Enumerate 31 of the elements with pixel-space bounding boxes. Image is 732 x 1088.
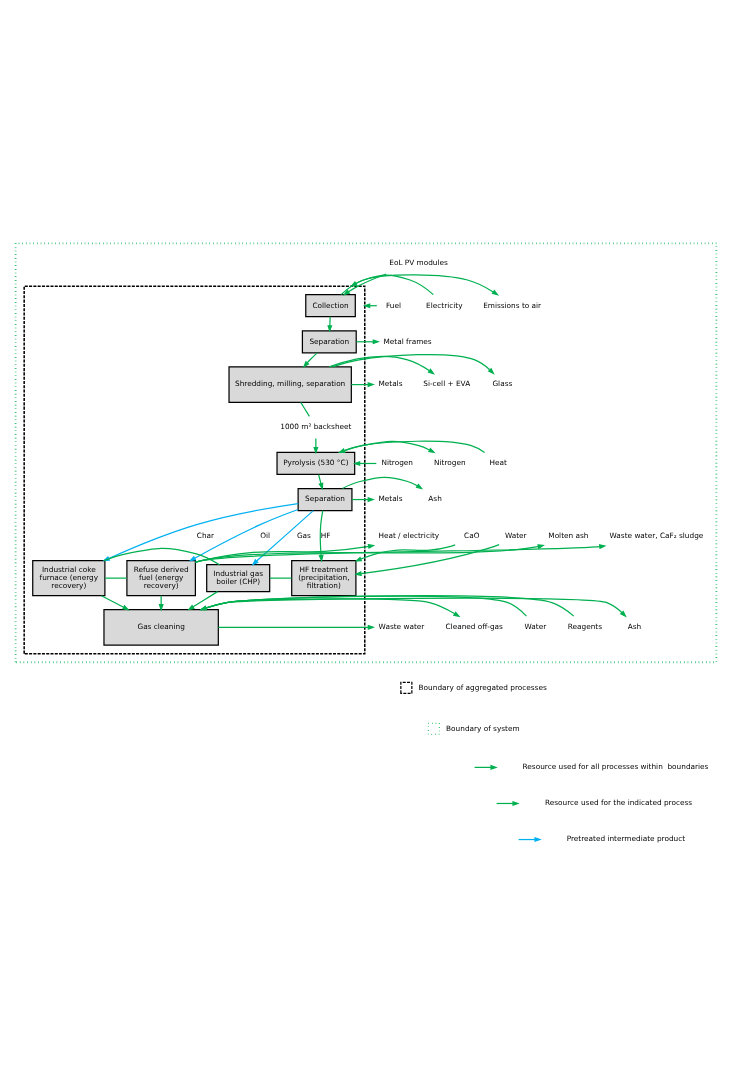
- arrow: [327, 315, 333, 333]
- arrow: [341, 476, 424, 489]
- arrow: [354, 543, 456, 562]
- arrow: [200, 597, 461, 617]
- arrow: [328, 355, 436, 375]
- arrow: [200, 597, 627, 617]
- cluster: [14, 241, 718, 663]
- arrow: [194, 543, 545, 563]
- arrow: [217, 624, 376, 630]
- connector: [269, 577, 293, 579]
- connector: [300, 401, 311, 417]
- arrow: [199, 595, 528, 617]
- arrow: [100, 594, 130, 610]
- arrow: [194, 543, 607, 563]
- arrow: [338, 440, 436, 453]
- arrow: [194, 543, 376, 563]
- arrow: [199, 594, 575, 617]
- arrow: [354, 543, 500, 576]
- arrow: [251, 509, 314, 566]
- arrow: [318, 473, 324, 490]
- arrow: [188, 508, 299, 562]
- arrow: [342, 272, 387, 296]
- arrow: [340, 273, 500, 296]
- arrow: [350, 273, 434, 295]
- arrow: [331, 353, 495, 375]
- arrow: [313, 437, 319, 454]
- connector: [104, 577, 128, 579]
- arrow: [187, 590, 219, 610]
- arrow: [337, 440, 486, 453]
- arrow: [318, 509, 324, 562]
- arrow: [158, 594, 164, 611]
